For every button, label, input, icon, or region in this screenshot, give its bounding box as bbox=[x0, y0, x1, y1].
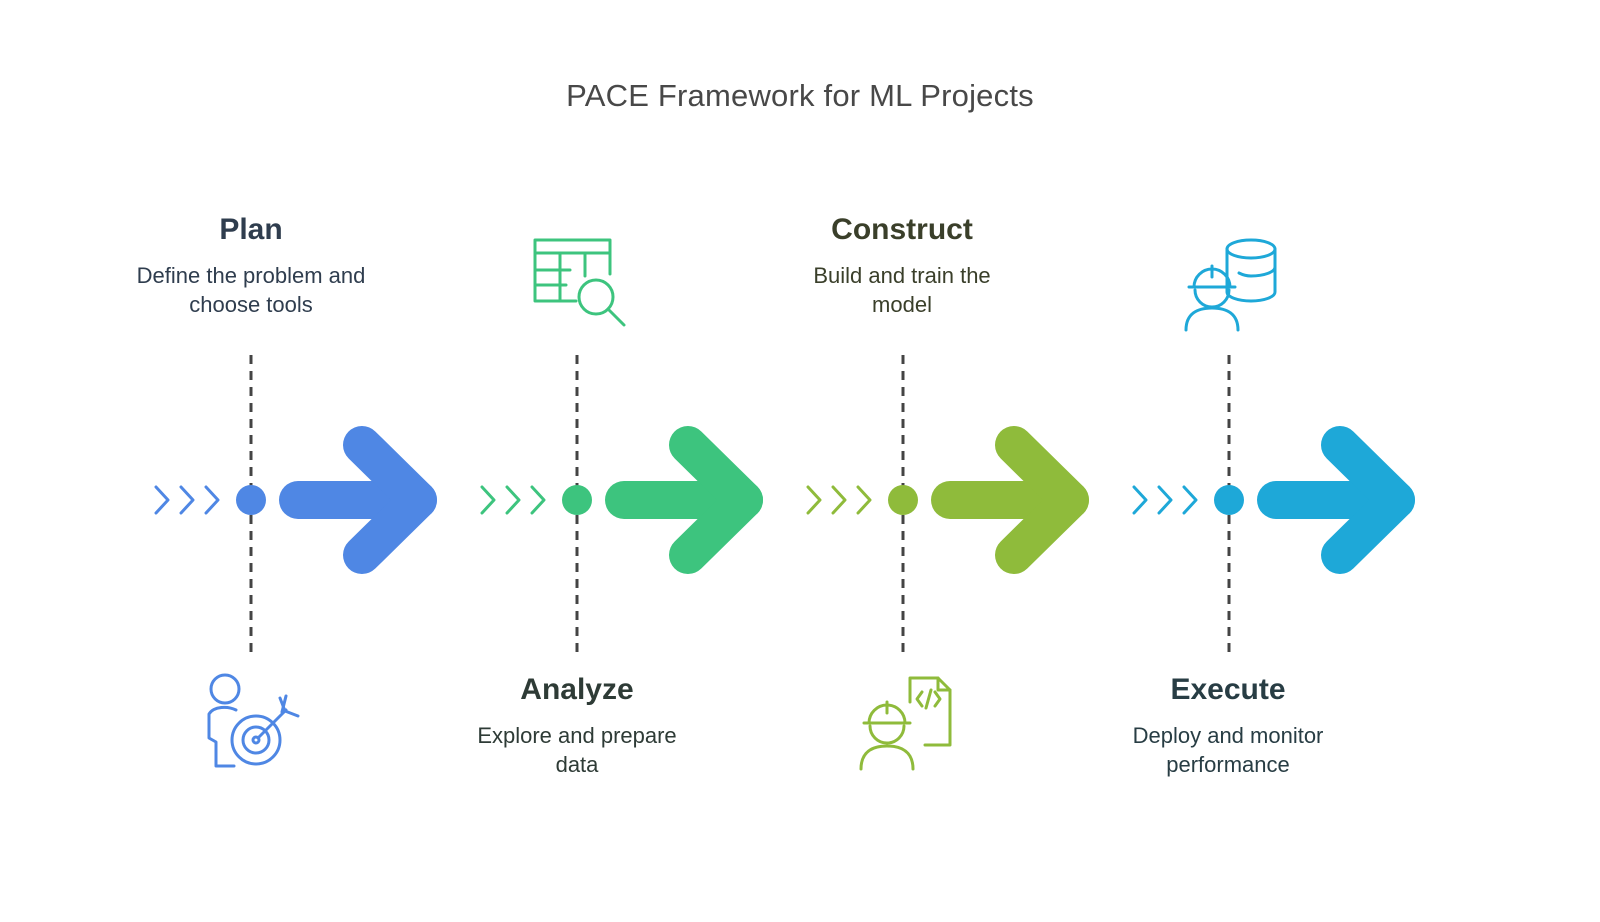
chevron-icon bbox=[856, 485, 872, 515]
chevron-icon bbox=[179, 485, 195, 515]
stage-construct: Construct Build and train the model bbox=[752, 213, 1052, 319]
stage-node bbox=[562, 485, 592, 515]
chevron-icon bbox=[1132, 485, 1148, 515]
stage-title: Construct bbox=[831, 213, 973, 246]
stage-node bbox=[1214, 485, 1244, 515]
chevron-icon bbox=[505, 485, 521, 515]
engineer-code-file-icon bbox=[859, 676, 952, 771]
chevron-icon bbox=[806, 485, 822, 515]
stage-analyze: Analyze Explore and prepare data bbox=[427, 673, 727, 779]
plan-arrow-segment bbox=[154, 426, 437, 574]
big-arrow-head bbox=[669, 426, 763, 574]
stage-node bbox=[236, 485, 266, 515]
big-arrow-head bbox=[1321, 426, 1415, 574]
engineer-database-icon bbox=[1184, 238, 1277, 332]
stage-description: Deploy and monitor performance bbox=[1132, 723, 1324, 777]
stage-title: Analyze bbox=[520, 673, 634, 706]
stage-title: Execute bbox=[1170, 673, 1286, 706]
execute-arrow-segment bbox=[1132, 426, 1415, 574]
chevron-icon bbox=[204, 485, 220, 515]
chevron-icon bbox=[154, 485, 170, 515]
chevron-icon bbox=[530, 485, 546, 515]
stage-description: Explore and prepare data bbox=[477, 723, 677, 777]
stage-description: Build and train the model bbox=[813, 263, 991, 317]
stage-execute: Execute Deploy and monitor performance bbox=[1078, 673, 1378, 779]
chevron-icon bbox=[1182, 485, 1198, 515]
construct-arrow-segment bbox=[806, 426, 1089, 574]
stage-plan: Plan Define the problem and choose tools bbox=[101, 213, 401, 319]
table-magnifier-icon bbox=[533, 238, 626, 327]
stage-node bbox=[888, 485, 918, 515]
stage-title: Plan bbox=[219, 213, 283, 246]
chevron-icon bbox=[831, 485, 847, 515]
big-arrow-head bbox=[343, 426, 437, 574]
person-target-icon bbox=[207, 673, 300, 768]
chevron-icon bbox=[480, 485, 496, 515]
analyze-arrow-segment bbox=[480, 426, 763, 574]
big-arrow-head bbox=[995, 426, 1089, 574]
chevron-icon bbox=[1157, 485, 1173, 515]
page-title: PACE Framework for ML Projects bbox=[566, 78, 1034, 113]
stage-description: Define the problem and choose tools bbox=[136, 263, 366, 317]
